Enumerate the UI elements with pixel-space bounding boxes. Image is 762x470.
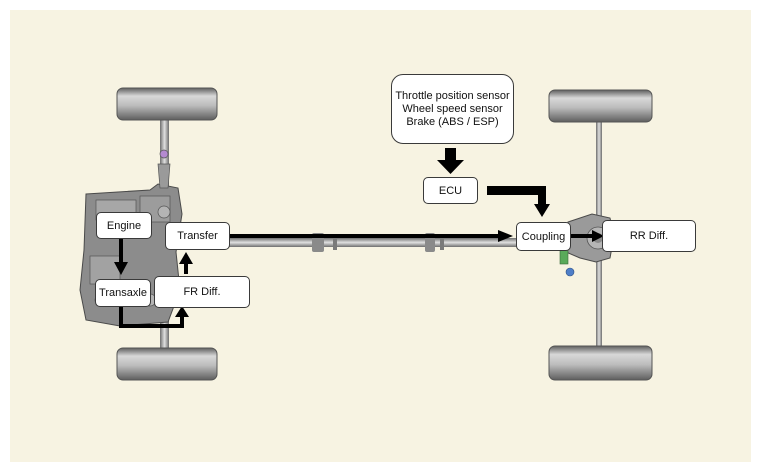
wheel-icon	[548, 89, 653, 123]
transfer-label: Transfer	[177, 230, 218, 242]
wheel-icon	[548, 345, 653, 381]
engine-label: Engine	[106, 219, 142, 232]
rr-diff-box: RR Diff.	[602, 220, 696, 252]
sensor-label-throttle: Throttle position sensor	[395, 89, 510, 102]
fr-diff-label: FR Diff.	[183, 286, 221, 298]
wheel-icon	[116, 347, 218, 381]
coupling-box: Coupling	[516, 222, 571, 251]
fr-diff-box: FR Diff.	[154, 276, 250, 308]
transfer-box: Transfer	[165, 222, 230, 250]
transaxle-box: Transaxle	[95, 279, 151, 307]
coupling-label: Coupling	[521, 230, 566, 243]
wheel-icon	[116, 87, 218, 121]
sensor-inputs-box: Throttle position sensor Wheel speed sen…	[391, 74, 514, 144]
sensor-label-wheel-speed: Wheel speed sensor	[402, 102, 503, 115]
flow-arrow-icon	[114, 236, 193, 328]
flow-arrow-icon	[437, 148, 550, 217]
front-upper-axle-shaft	[160, 118, 169, 208]
sensor-label-brake: Brake (ABS / ESP)	[406, 115, 499, 128]
ecu-label: ECU	[438, 184, 463, 197]
transaxle-label: Transaxle	[99, 287, 147, 299]
ecu-box: ECU	[423, 177, 478, 204]
rr-diff-label: RR Diff.	[629, 230, 669, 242]
front-lower-axle-shaft	[160, 318, 169, 354]
flow-arrow-icon	[230, 230, 604, 242]
engine-box: Engine	[96, 212, 152, 239]
